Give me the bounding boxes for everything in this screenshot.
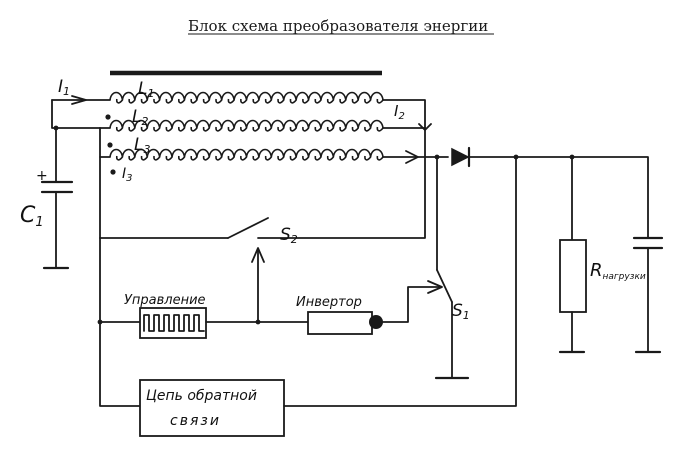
winding-dot-l1 [105,114,111,120]
label-s2: S2 [280,225,298,246]
label-i3: I3 [122,166,133,184]
switch-s2-blade [227,217,269,239]
inductor-l1 [109,91,384,104]
switch-s1-blade [436,269,453,303]
winding-dot-l2 [107,142,113,148]
label-c1: C1 [20,203,44,230]
diagram-title: Блок схема преобразователя энергии [188,17,488,35]
wire-feedback-right [283,156,517,407]
wire-s2-right [257,127,426,239]
label-c1-polarity: + [36,168,48,184]
diode [451,146,471,168]
label-l3: L3 [134,135,150,156]
junction-s1 [434,154,440,160]
arrow-control-s2 [251,247,265,263]
label-l1: L1 [138,79,154,100]
arrow-inverter-s1 [427,280,443,294]
arrow-l3 [405,150,419,164]
wire-l1-right [382,99,426,129]
wire-output-bus [468,156,649,239]
label-i2: I2 [394,102,405,122]
feedback-block [139,379,285,437]
inverter-block-label: Инвертор [296,295,362,310]
label-l2: L2 [132,107,148,128]
inductor-l2 [109,119,384,132]
label-r-load: Rнагрузки [590,260,646,282]
winding-dot-l3 [110,169,116,175]
feedback-block-label-line2: связи [170,413,221,429]
arrow-i1 [71,95,87,105]
control-pulse-train [143,314,205,332]
label-i1: I1 [58,77,70,98]
feedback-block-label-line1: Цепь обратной [146,388,257,404]
wire-left-bus [51,99,101,129]
junction-control-s2 [255,319,261,325]
inverter-block [307,311,373,335]
wire-control-left [99,237,141,323]
wire-inverter-to-s1 [382,286,441,323]
inductor-l3 [109,148,384,161]
inverter-output-bubble [369,315,383,329]
label-s1: S1 [452,301,470,322]
wire-feedback-left [99,321,141,407]
control-block-label: Управление [124,293,206,308]
control-block [139,307,207,339]
load-resistor [559,239,587,313]
